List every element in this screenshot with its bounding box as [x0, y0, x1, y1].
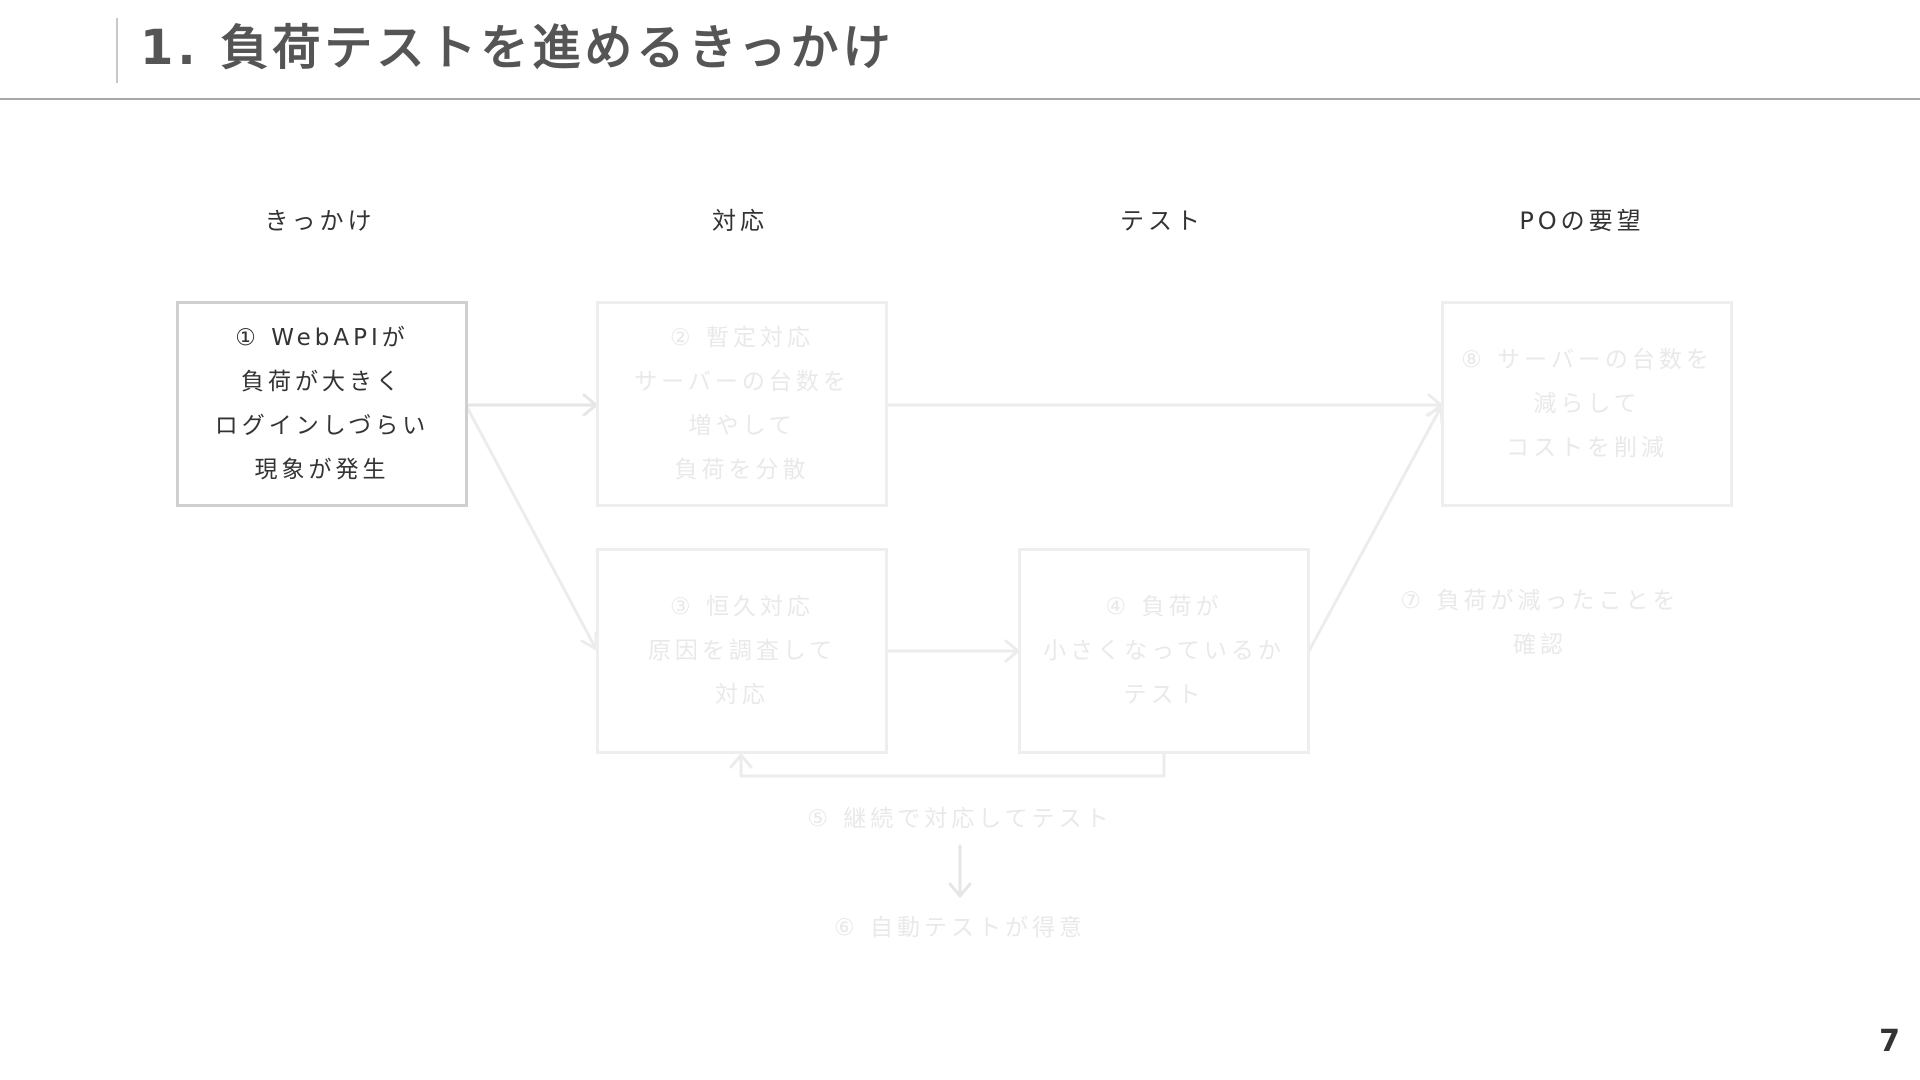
column-header-response: 対応 [712, 207, 768, 235]
node-permanent-fix-line-2: 原因を調査して [647, 638, 837, 664]
node-temporary-fix: ② 暫定対応 サーバーの台数を 増やして 負荷を分散 [596, 301, 888, 507]
node-trigger-line-2: 負荷が大きく [241, 369, 403, 395]
column-header-trigger: きっかけ [264, 207, 376, 235]
node-trigger: ① WebAPIが 負荷が大きく ログインしづらい 現象が発生 [176, 301, 468, 507]
node-load-test-line-3: テスト [1123, 682, 1205, 708]
arrow-continuous-to-automated [948, 844, 972, 898]
loop-test-to-permanent [729, 751, 1166, 778]
label-continuous: ⑤ 継続で対応してテスト [660, 797, 1260, 841]
node-po-request-line-1: ⑧ サーバーの台数を [1461, 347, 1713, 373]
node-temporary-fix-line-1: ② 暫定対応 [670, 325, 814, 351]
label-confirm: ⑦ 負荷が減ったことを 確認 [1330, 579, 1750, 667]
page-title: 1. 負荷テストを進めるきっかけ [140, 20, 895, 76]
node-permanent-fix: ③ 恒久対応 原因を調査して 対応 [596, 548, 888, 754]
node-temporary-fix-line-3: 増やして [688, 413, 796, 439]
page-number: 7 [1879, 1024, 1900, 1059]
label-automated-test: ⑥ 自動テストが得意 [660, 906, 1260, 950]
node-load-test-line-1: ④ 負荷が [1105, 594, 1223, 620]
node-po-request-line-2: 減らして [1533, 391, 1641, 417]
arrow-trigger-to-permanent [465, 405, 598, 651]
arrow-permanent-to-test [884, 639, 1020, 663]
title-accent-bar [116, 18, 118, 83]
node-temporary-fix-line-2: サーバーの台数を [634, 369, 850, 395]
node-trigger-line-3: ログインしづらい [214, 413, 430, 439]
label-automated-test-text: ⑥ 自動テストが得意 [834, 915, 1086, 941]
node-trigger-line-1: ① WebAPIが [235, 325, 409, 351]
label-confirm-line-1: ⑦ 負荷が減ったことを [1400, 588, 1680, 614]
column-header-po-request: POの要望 [1519, 207, 1645, 235]
arrow-temporary-to-po [884, 393, 1443, 417]
node-trigger-line-4: 現象が発生 [254, 457, 390, 483]
label-confirm-line-2: 確認 [1513, 632, 1567, 658]
node-load-test: ④ 負荷が 小さくなっているか テスト [1018, 548, 1310, 754]
node-permanent-fix-line-3: 対応 [715, 682, 769, 708]
node-po-request: ⑧ サーバーの台数を 減らして コストを削減 [1441, 301, 1733, 507]
arrow-trigger-to-temporary [465, 393, 598, 417]
header-divider [0, 98, 1920, 100]
column-header-test: テスト [1120, 207, 1204, 235]
label-continuous-text: ⑤ 継続で対応してテスト [807, 806, 1113, 832]
node-temporary-fix-line-4: 負荷を分散 [674, 457, 810, 483]
node-load-test-line-2: 小さくなっているか [1043, 638, 1285, 664]
node-permanent-fix-line-1: ③ 恒久対応 [670, 594, 814, 620]
node-po-request-line-3: コストを削減 [1506, 435, 1668, 461]
